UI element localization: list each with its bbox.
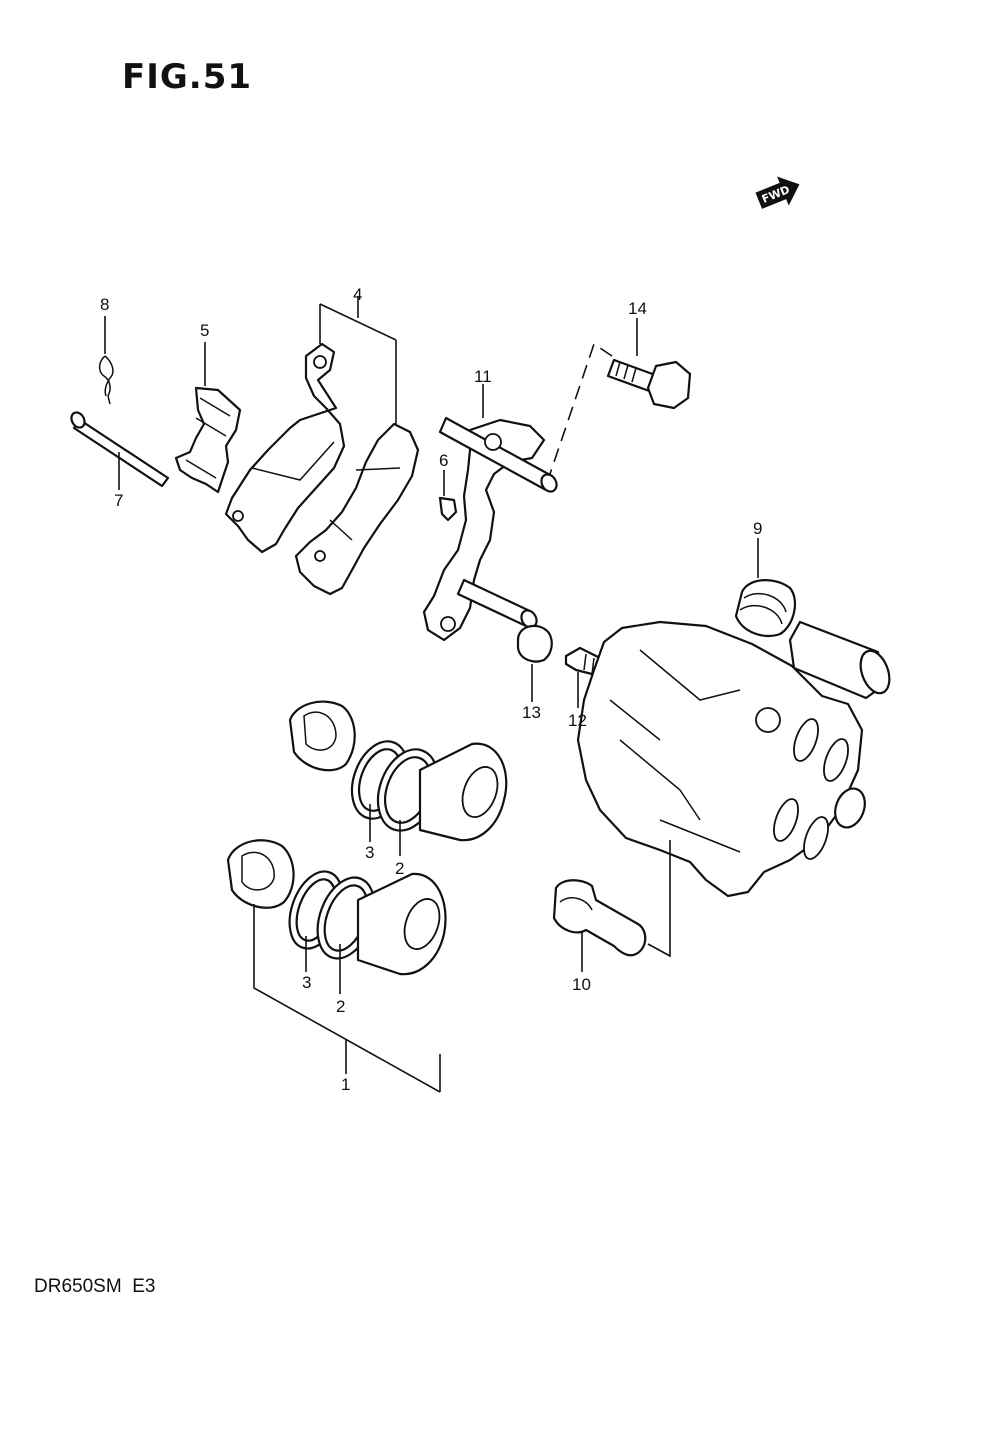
callout-5: 5 xyxy=(200,321,209,340)
callout-7: 7 xyxy=(114,491,123,510)
callout-11: 11 xyxy=(474,367,492,386)
callout-12: 12 xyxy=(568,711,587,730)
callout-3-upper: 3 xyxy=(365,843,374,862)
caliper-bracket xyxy=(422,416,558,642)
callout-3-lower: 3 xyxy=(302,973,311,992)
piston-lower xyxy=(356,872,447,976)
piston-boot-lower xyxy=(226,839,295,909)
callout-10: 10 xyxy=(572,975,591,994)
pad-pin xyxy=(70,411,170,488)
leader-lines xyxy=(104,296,759,1093)
piston-boot-upper xyxy=(288,700,356,772)
callout-labels: 8 5 7 4 11 6 14 9 13 12 3 2 3 2 10 1 xyxy=(100,285,762,1094)
pad-pin-clip xyxy=(98,355,114,405)
caliper-body xyxy=(576,620,891,898)
callout-14: 14 xyxy=(628,299,647,318)
piston-upper xyxy=(418,742,508,842)
model-code: DR650SM E3 xyxy=(34,1276,155,1297)
brake-pad-right xyxy=(294,422,420,596)
callout-2-upper: 2 xyxy=(395,859,404,878)
caliper-mounting-bolt xyxy=(606,358,692,410)
pad-spring xyxy=(174,386,242,494)
brake-pad-left xyxy=(224,342,346,554)
figure-title: FIG.51 xyxy=(122,57,252,97)
slide-pin-boot xyxy=(734,579,797,638)
callout-2-lower: 2 xyxy=(336,997,345,1016)
bracket-clip xyxy=(438,496,458,522)
callout-6: 6 xyxy=(439,451,448,470)
callout-9: 9 xyxy=(753,519,762,538)
bleeder-cap xyxy=(516,624,553,663)
callout-13: 13 xyxy=(522,703,541,722)
callout-4: 4 xyxy=(353,285,362,304)
slide-pin xyxy=(552,879,647,957)
callout-1: 1 xyxy=(341,1075,350,1094)
callout-8: 8 xyxy=(100,295,109,314)
forward-direction-icon: FWD xyxy=(755,176,800,209)
